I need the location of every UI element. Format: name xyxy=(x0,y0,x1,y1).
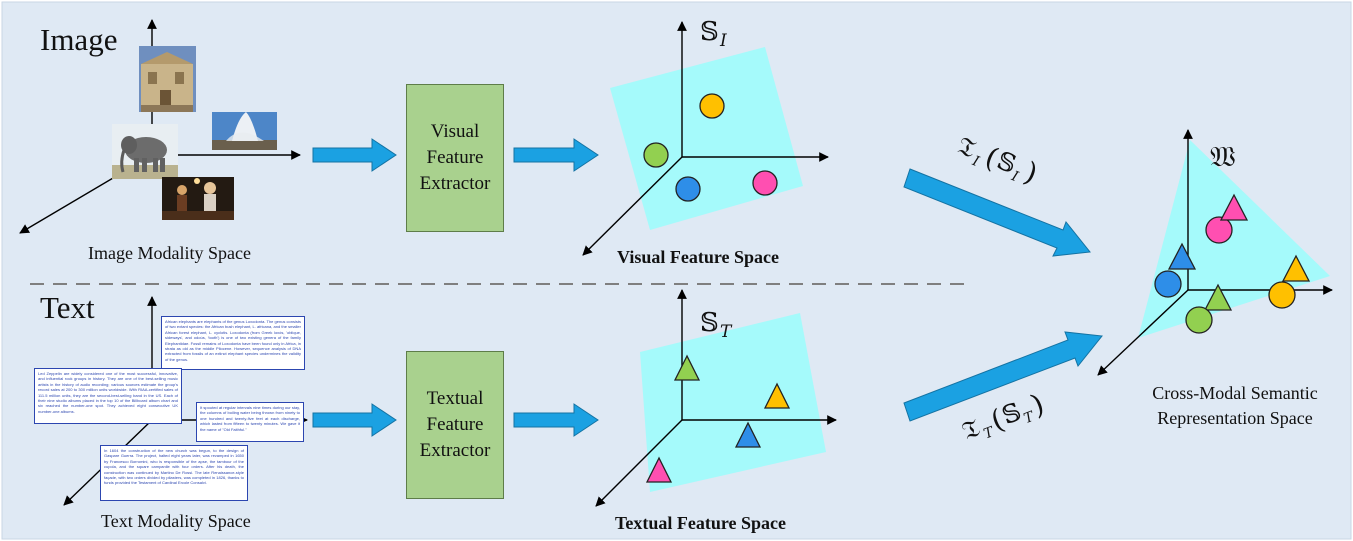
visual-extractor-line1: Visual xyxy=(430,121,480,142)
image-section-title: Image xyxy=(40,22,118,57)
arrow-textual-extractor-to-space xyxy=(513,403,599,437)
visual-point-blue xyxy=(675,176,701,202)
visual-feature-points xyxy=(643,93,778,202)
photo-concert xyxy=(162,177,234,220)
textual-feature-extractor: Textual Feature Extractor xyxy=(406,351,504,499)
visual-point-green xyxy=(643,142,669,168)
visual-feature-space-label: Visual Feature Space xyxy=(617,247,779,267)
text-section-title: Text xyxy=(40,290,95,325)
textual-point-green xyxy=(673,354,701,381)
cross-point-blue-circle xyxy=(1154,270,1182,298)
image-modality-space-label: Image Modality Space xyxy=(88,243,251,263)
textual-feature-points xyxy=(645,354,791,483)
cross-modal-points xyxy=(1154,193,1311,334)
textual-feature-space-label: Textual Feature Space xyxy=(615,513,786,533)
arrow-image-to-visual-extractor xyxy=(312,138,397,172)
textual-feature-axes xyxy=(595,289,837,507)
textual-point-blue xyxy=(734,421,762,448)
visual-feature-extractor: Visual Feature Extractor xyxy=(406,84,504,232)
arrow-visual-extractor-to-space xyxy=(513,138,599,172)
text-modality-space-label: Text Modality Space xyxy=(101,511,251,531)
visual-point-yellow xyxy=(699,93,725,119)
cross-point-green-triangle xyxy=(1203,283,1233,311)
cross-point-pink-circle xyxy=(1205,216,1233,244)
visual-point-pink xyxy=(752,170,778,196)
textual-point-pink xyxy=(645,456,673,483)
text-doc-led-zeppelin: Led Zeppelin are widely considered one o… xyxy=(34,368,182,424)
flow-arrows xyxy=(312,138,1103,437)
text-doc-old-faithful: It spouted at regular intervals nine tim… xyxy=(196,402,304,442)
cross-point-yellow-circle xyxy=(1268,281,1296,309)
visual-space-subscript: I xyxy=(719,31,727,51)
photo-elephant xyxy=(112,124,178,179)
arrow-textual-to-cross xyxy=(903,331,1103,422)
cross-modal-label-line1: Cross-Modal Semantic xyxy=(1152,383,1318,403)
textual-space-symbol: 𝕊 xyxy=(700,308,719,338)
cross-modal-label-line2: Representation Space xyxy=(1157,408,1313,428)
visual-extractor-line3: Extractor xyxy=(419,173,491,194)
cross-modal-space-label: Cross-Modal Semantic Representation Spac… xyxy=(1130,381,1340,431)
arrow-visual-to-cross xyxy=(903,168,1091,257)
textual-extractor-line2: Feature xyxy=(426,414,484,435)
textual-space-subscript: T xyxy=(720,322,733,342)
cross-space-symbol: 𝔚 xyxy=(1210,140,1235,173)
visual-feature-axes xyxy=(582,21,829,256)
textual-extractor-line1: Textual xyxy=(426,388,484,409)
visual-extractor-line2: Feature xyxy=(426,147,484,168)
textual-extractor-line3: Extractor xyxy=(419,440,491,461)
cross-point-yellow-triangle xyxy=(1281,254,1311,282)
cross-point-blue-triangle xyxy=(1167,242,1197,270)
text-doc-elephants: African elephants are elephants of the g… xyxy=(161,316,305,370)
cross-point-green-circle xyxy=(1185,306,1213,334)
arrow-text-to-textual-extractor xyxy=(312,403,397,437)
textual-point-yellow xyxy=(763,382,791,409)
photo-geyser xyxy=(212,112,277,150)
cross-point-pink-triangle xyxy=(1219,193,1249,221)
text-doc-church: In 1604 the construction of the new chur… xyxy=(100,445,248,501)
visual-space-symbol: 𝕊 xyxy=(700,17,719,47)
photo-church xyxy=(139,46,196,112)
